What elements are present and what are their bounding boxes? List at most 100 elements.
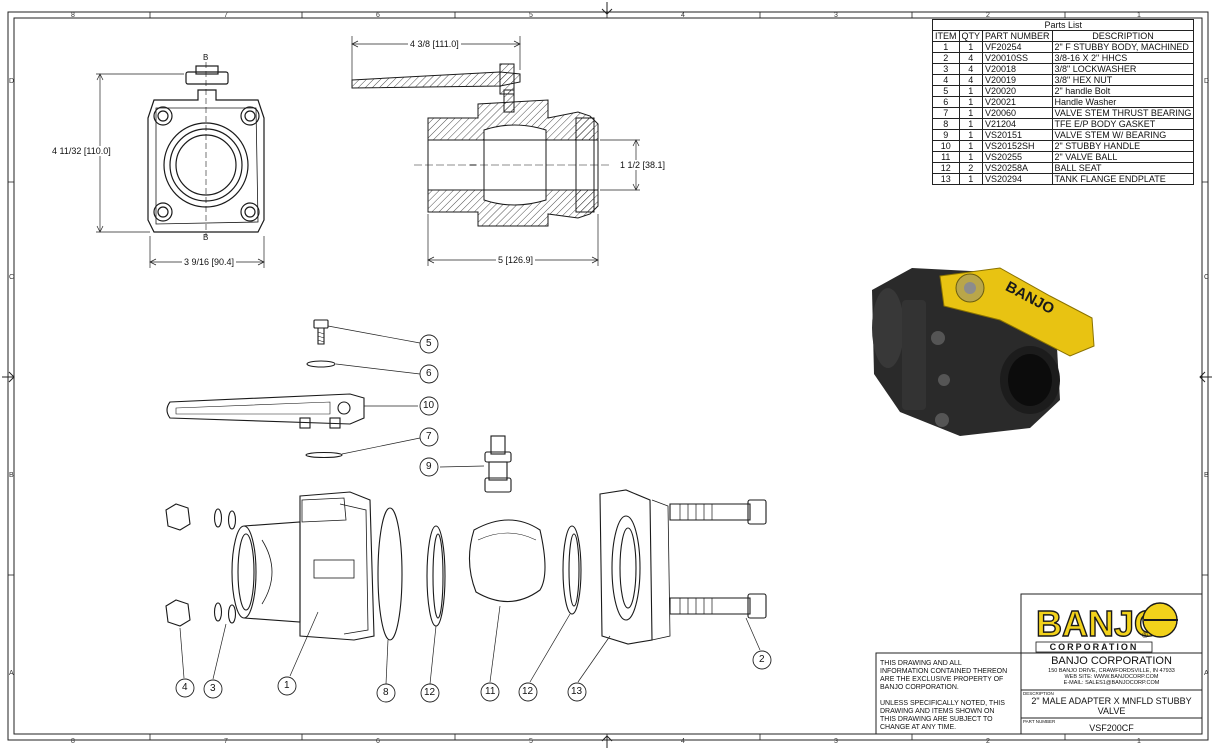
- cell-description: 2" F STUBBY BODY, MACHINED: [1051, 41, 1195, 53]
- dim-handle-length: 4 3/8 [111.0]: [408, 39, 461, 49]
- cell-description: 3/8" HEX NUT: [1051, 74, 1195, 86]
- cell-part-number: V20019: [982, 74, 1053, 86]
- zone-col-5: 5: [529, 12, 533, 19]
- balloon-circles: [175, 334, 772, 703]
- zone-row-a: A: [9, 670, 14, 677]
- table-row: 12 2 VS20258A BALL SEAT: [932, 162, 1195, 174]
- balloon-11: 11: [485, 686, 496, 697]
- part-handle-washer: [306, 360, 336, 368]
- banjo-logo: BANJO CORPORATION ®: [1035, 602, 1178, 653]
- part-hex-nut: [165, 503, 191, 627]
- cell-qty: 1: [958, 129, 984, 141]
- zone-col-2: 2: [986, 12, 990, 19]
- svg-text:®: ®: [1142, 631, 1148, 640]
- balloon-6: 6: [426, 368, 432, 379]
- cell-qty: 1: [958, 151, 984, 163]
- dim-front-height: 4 11/32 [110.0]: [52, 146, 111, 156]
- table-row: 1 1 VF20254 2" F STUBBY BODY, MACHINED: [932, 41, 1195, 53]
- table-row: 3 4 V20018 3/8" LOCKWASHER: [932, 63, 1195, 75]
- table-row: 9 1 VS20151 VALVE STEM W/ BEARING: [932, 129, 1195, 141]
- cell-qty: 4: [958, 74, 984, 86]
- cell-item: 9: [932, 129, 960, 141]
- cell-description: TFE E/P BODY GASKET: [1051, 118, 1195, 130]
- cell-qty: 2: [958, 162, 984, 174]
- cell-description: Handle Washer: [1051, 96, 1195, 108]
- part-tank-flange-endplate: [599, 489, 671, 645]
- cell-part-number: VS20294: [982, 173, 1053, 185]
- part-lockwasher: [213, 508, 237, 624]
- cell-description: TANK FLANGE ENDPLATE: [1051, 173, 1195, 185]
- change-notice: UNLESS SPECIFICALLY NOTED, THIS DRAWING …: [880, 700, 1005, 731]
- table-row: 2 4 V20010SS 3/8-16 X 2" HHCS: [932, 52, 1195, 64]
- cell-item: 13: [932, 173, 960, 185]
- zone-col-2-bottom: 2: [986, 738, 990, 745]
- cell-part-number: V20010SS: [982, 52, 1053, 64]
- parts-list-title: Parts List: [931, 19, 1195, 31]
- cell-part-number: VS20152SH: [982, 140, 1053, 152]
- front-dimension-lines: [96, 73, 265, 268]
- cell-qty: 4: [958, 63, 984, 75]
- svg-text:BANJO: BANJO: [1036, 603, 1162, 644]
- cell-part-number: VS20258A: [982, 162, 1053, 174]
- part-number: VSF200CF: [1089, 723, 1134, 733]
- company-address: 150 BANJO DRIVE, CRAWFORDSVILLE, IN 4793…: [1048, 668, 1175, 686]
- table-row: 10 1 VS20152SH 2" STUBBY HANDLE: [932, 140, 1195, 152]
- balloon-13: 13: [571, 686, 583, 697]
- part-ball-seat-right: [562, 525, 582, 615]
- cell-item: 6: [932, 96, 960, 108]
- part-hhcs-bolt: [669, 499, 767, 619]
- company-name: BANJO CORPORATION: [1051, 655, 1172, 667]
- cell-part-number: V21204: [982, 118, 1053, 130]
- cell-qty: 1: [958, 107, 984, 119]
- cell-qty: 4: [958, 52, 984, 64]
- header-item: ITEM: [932, 30, 960, 42]
- zone-row-c-right: C: [1204, 274, 1210, 281]
- zone-col-1-bottom: 1: [1137, 738, 1141, 745]
- dim-overall-length: 5 [126.9]: [496, 255, 536, 265]
- cell-qty: 1: [958, 85, 984, 97]
- zone-row-d: D: [9, 78, 15, 85]
- parts-list-table: Parts List ITEM QTY PART NUMBER DESCRIPT…: [931, 19, 1195, 185]
- zone-col-3: 3: [834, 12, 838, 19]
- zone-col-3-bottom: 3: [834, 738, 838, 745]
- balloon-4: 4: [182, 682, 188, 693]
- cell-description: VALVE STEM THRUST BEARING: [1051, 107, 1195, 119]
- cell-description: 3/8" LOCKWASHER: [1051, 63, 1195, 75]
- zone-row-b: B: [9, 472, 14, 479]
- zone-col-7: 7: [224, 12, 228, 19]
- dim-bore: 1 1/2 [38.1]: [619, 160, 667, 170]
- part-stubby-handle: [166, 393, 365, 429]
- balloon-10: 10: [423, 400, 435, 411]
- header-part-number: PART NUMBER: [982, 30, 1053, 42]
- table-row: 8 1 V21204 TFE E/P BODY GASKET: [932, 118, 1195, 130]
- zone-col-5-bottom: 5: [529, 738, 533, 745]
- cell-part-number: VS20255: [982, 151, 1053, 163]
- zone-col-1: 1: [1137, 12, 1141, 19]
- balloon-3: 3: [210, 683, 216, 694]
- zone-col-6: 6: [376, 12, 380, 19]
- zone-row-c: C: [9, 274, 15, 281]
- cell-part-number: VF20254: [982, 41, 1053, 53]
- table-row: 6 1 V20021 Handle Washer: [932, 96, 1195, 108]
- cell-description: 2" handle Bolt: [1051, 85, 1195, 97]
- balloon-12-left: 12: [424, 687, 436, 698]
- zone-col-7-bottom: 7: [224, 738, 228, 745]
- dim-front-width: 3 9/16 [90.4]: [182, 257, 237, 267]
- zone-col-4: 4: [681, 12, 685, 19]
- balloon-9: 9: [426, 461, 432, 472]
- leader-lines: [179, 325, 761, 685]
- section-mark-top: B: [203, 53, 209, 62]
- cell-item: 8: [932, 118, 960, 130]
- cell-item: 12: [932, 162, 960, 174]
- cell-part-number: V20020: [982, 85, 1053, 97]
- cell-item: 4: [932, 74, 960, 86]
- header-description: DESCRIPTION: [1051, 30, 1195, 42]
- header-qty: QTY: [958, 30, 984, 42]
- part-number-label: PART NUMBER: [1023, 719, 1056, 724]
- cell-item: 5: [932, 85, 960, 97]
- table-row: 7 1 V20060 VALVE STEM THRUST BEARING: [932, 107, 1195, 119]
- front-view: [147, 62, 265, 236]
- cell-qty: 1: [958, 118, 984, 130]
- drawing-description: 2" MALE ADAPTER X MNFLD STUBBY VALVE: [1031, 696, 1192, 716]
- part-ball-seat-left: [426, 525, 446, 627]
